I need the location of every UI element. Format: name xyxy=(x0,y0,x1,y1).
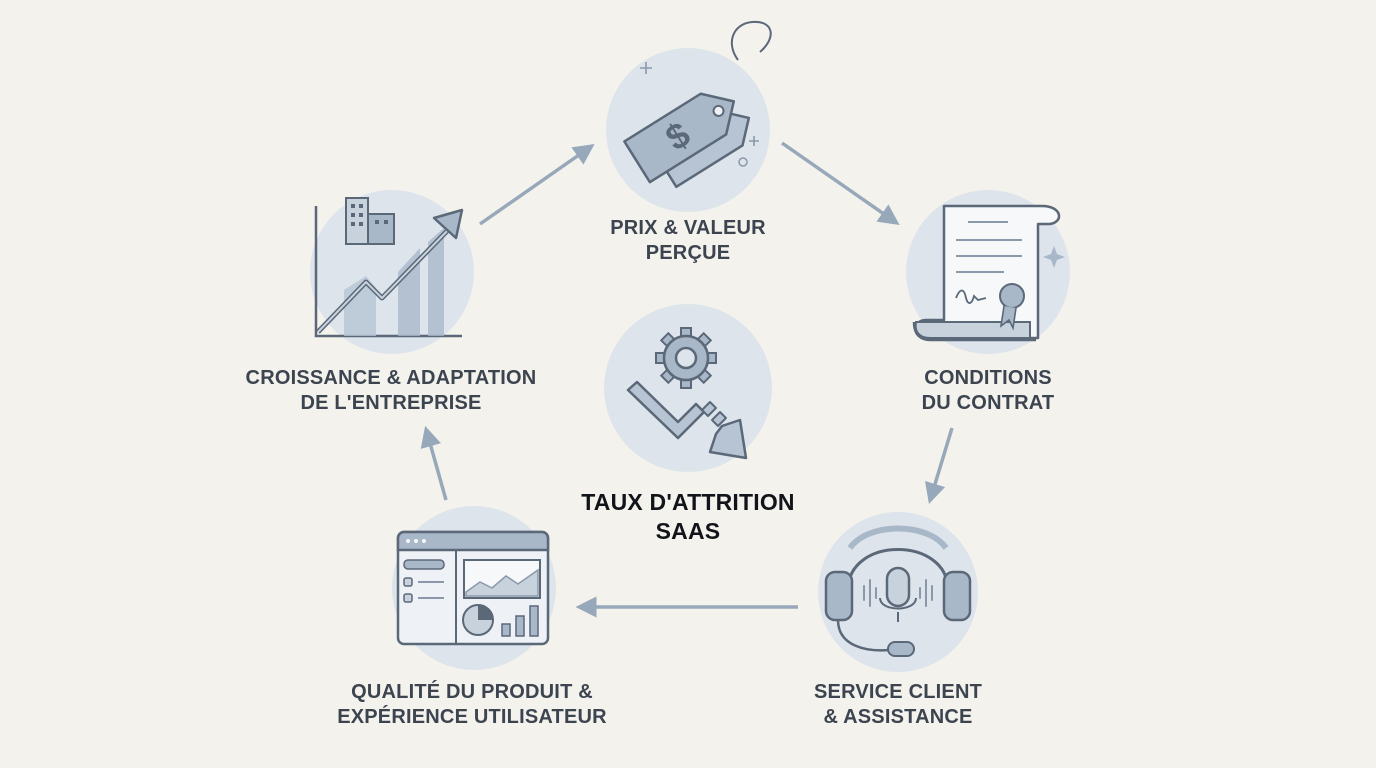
contract-scroll-icon xyxy=(912,204,1065,342)
node-label-service: SERVICE CLIENT & ASSISTANCE xyxy=(778,680,1018,730)
cycle-arrows xyxy=(420,141,954,618)
node-label-qualite-line1: QUALITÉ DU PRODUIT & xyxy=(351,681,593,703)
node-label-conditions: CONDITIONS DU CONTRAT xyxy=(888,366,1088,416)
node-label-service-line2: & ASSISTANCE xyxy=(823,706,973,728)
node-label-prix-line1: PRIX & VALEUR xyxy=(610,217,766,239)
arrow-croissance-to-prix xyxy=(478,143,595,226)
growth-chart-icon xyxy=(314,197,464,338)
dashboard-icon xyxy=(396,530,550,646)
node-label-conditions-line2: DU CONTRAT xyxy=(921,392,1055,414)
node-label-conditions-line1: CONDITIONS xyxy=(924,367,1052,389)
arrow-qualite-to-croissance xyxy=(420,425,448,501)
node-label-service-line1: SERVICE CLIENT xyxy=(813,681,982,703)
center-label-line1: TAUX D'ATTRITION xyxy=(581,489,795,515)
gear-down-arrow-icon xyxy=(626,327,748,460)
center-label-line2: SAAS xyxy=(655,518,721,544)
node-label-croissance: CROISSANCE & ADAPTATION DE L'ENTREPRISE xyxy=(220,366,562,416)
headset-icon xyxy=(824,525,972,657)
center-label: TAUX D'ATTRITION SAAS xyxy=(558,488,818,546)
price-tag-icon: $ xyxy=(623,20,772,189)
node-label-qualite-line2: EXPÉRIENCE UTILISATEUR xyxy=(337,706,607,728)
arrow-prix-to-conditions xyxy=(780,141,900,226)
arrow-conditions-to-service xyxy=(924,427,954,505)
node-label-qualite: QUALITÉ DU PRODUIT & EXPÉRIENCE UTILISAT… xyxy=(314,680,630,730)
node-label-prix: PRIX & VALEUR PERÇUE xyxy=(588,216,788,266)
node-label-croissance-line2: DE L'ENTREPRISE xyxy=(300,392,482,414)
node-label-prix-line2: PERÇUE xyxy=(645,242,731,264)
node-label-croissance-line1: CROISSANCE & ADAPTATION xyxy=(245,367,537,389)
